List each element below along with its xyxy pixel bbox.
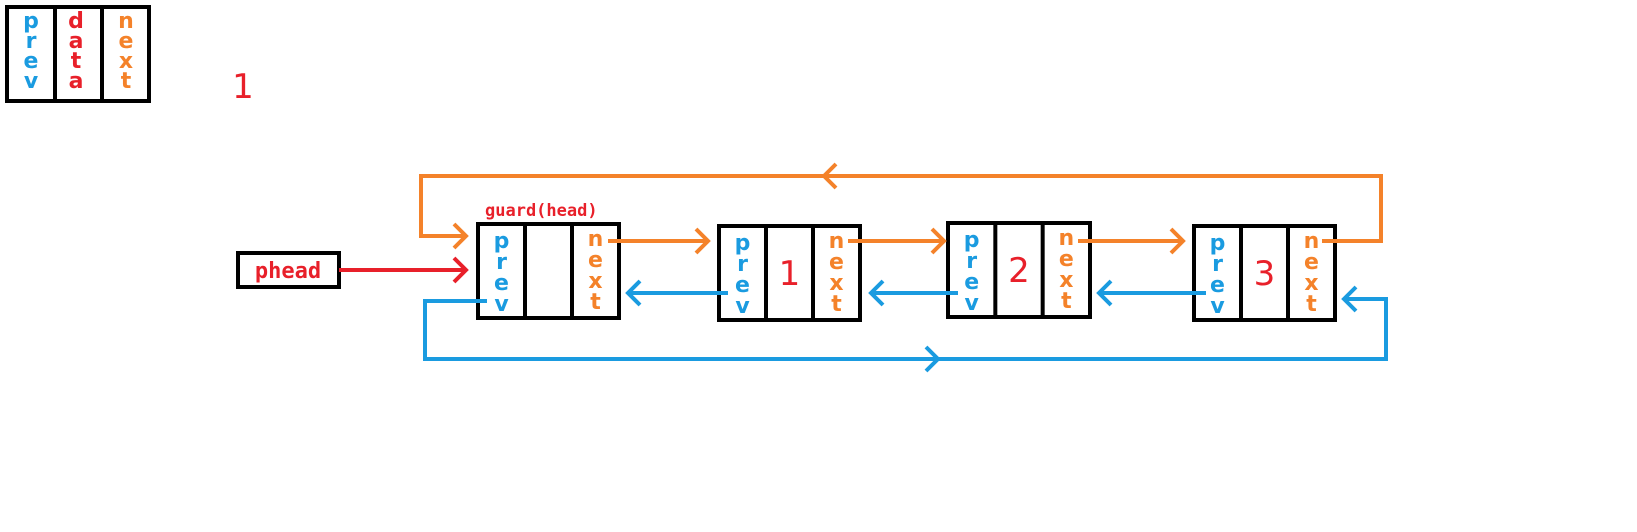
prev-arrow (1096, 279, 1206, 307)
next-arrow (1078, 227, 1186, 255)
phead-arrow (339, 256, 469, 284)
arrows-layer (339, 162, 1388, 373)
next-arrow (848, 227, 947, 255)
node-border (717, 224, 862, 322)
node-data-value: 1 (779, 254, 801, 294)
phead-label: phead (255, 259, 321, 284)
stray-number: 1 (232, 67, 254, 107)
wrap-next-arrow (419, 162, 1383, 250)
next-arrow (608, 227, 711, 255)
node-border (476, 222, 621, 320)
node-border (946, 221, 1092, 319)
prev-arrow (625, 279, 728, 307)
wrap-prev-arrow (423, 285, 1388, 373)
node-data-value: 2 (1008, 251, 1030, 291)
guard-label: guard(head) (485, 201, 598, 221)
node-border (1192, 224, 1337, 322)
legend-border (5, 5, 151, 103)
node-data-value: 3 (1254, 254, 1276, 294)
prev-arrow (868, 279, 958, 307)
phead-pointer: phead (236, 251, 341, 289)
